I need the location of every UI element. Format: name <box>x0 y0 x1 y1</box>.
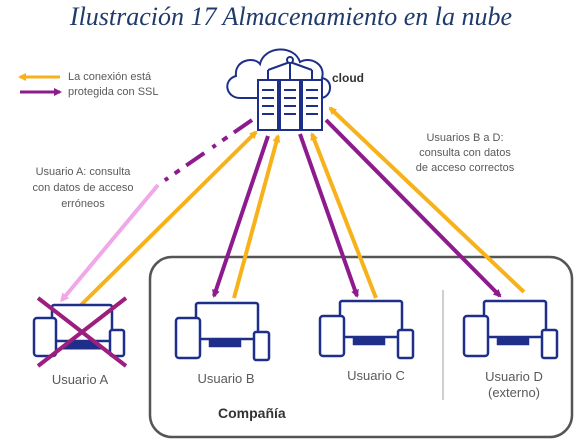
arrow-cloud-to-user-b <box>212 135 270 298</box>
user-a-label: Usuario A <box>52 372 109 387</box>
cloud-server-icon <box>226 48 331 131</box>
user-b-label: Usuario B <box>197 371 254 386</box>
arrow-user-b-to-cloud <box>232 134 281 299</box>
cloud-label: cloud <box>332 71 364 85</box>
arrow-error-to-user-a <box>60 183 160 303</box>
figure-caption: Ilustración 17 Almacenamiento en la nube <box>69 2 513 31</box>
arrow-error-from-cloud <box>156 118 254 187</box>
access-denied-cross <box>36 296 128 368</box>
arrow-user-d-to-cloud <box>328 106 526 294</box>
user-d-sublabel: (externo) <box>488 385 540 400</box>
note-users-bd: Usuarios B a D: consulta con datos de ac… <box>416 132 515 174</box>
arrow-cloud-to-user-c <box>298 133 359 298</box>
legend-text-line2: protegida con SSL <box>68 86 159 98</box>
legend: La conexión está protegida con SSL <box>18 71 159 98</box>
user-c-devices-icon <box>318 299 415 360</box>
note-a-line3: erróneos <box>61 198 105 210</box>
arrow-user-a-to-cloud <box>76 130 258 310</box>
user-d-label: Usuario D <box>485 369 543 384</box>
arrow-user-c-to-cloud <box>310 132 378 299</box>
note-a-line2: con datos de acceso <box>33 182 134 194</box>
user-d-devices-icon <box>462 299 559 360</box>
user-c-label: Usuario C <box>347 368 405 383</box>
company-label: Compañía <box>218 405 286 421</box>
note-a-line1: Usuario A: consulta <box>36 166 132 178</box>
note-bd-line3: de acceso correctos <box>416 162 515 174</box>
note-user-a: Usuario A: consulta con datos de acceso … <box>33 166 134 210</box>
arrow-cloud-to-user-d <box>324 118 502 298</box>
note-bd-line2: consulta con datos <box>419 147 511 159</box>
user-a-devices-icon <box>32 303 126 358</box>
user-b-devices-icon <box>174 301 271 362</box>
connections <box>60 106 526 310</box>
legend-text-line1: La conexión está <box>68 71 152 83</box>
note-bd-line1: Usuarios B a D: <box>426 132 503 144</box>
